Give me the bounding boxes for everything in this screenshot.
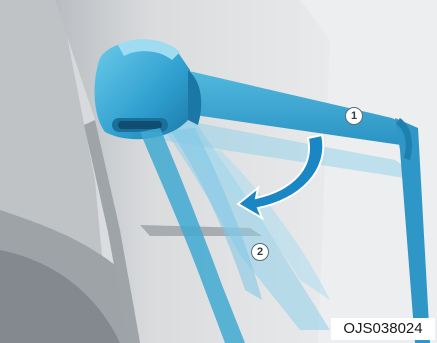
anchor-slot-inner [118, 121, 162, 129]
callout-marker-2: 2 [251, 243, 269, 261]
callout-marker-1: 1 [345, 107, 363, 125]
figure-code: OJS038024 [331, 318, 435, 340]
